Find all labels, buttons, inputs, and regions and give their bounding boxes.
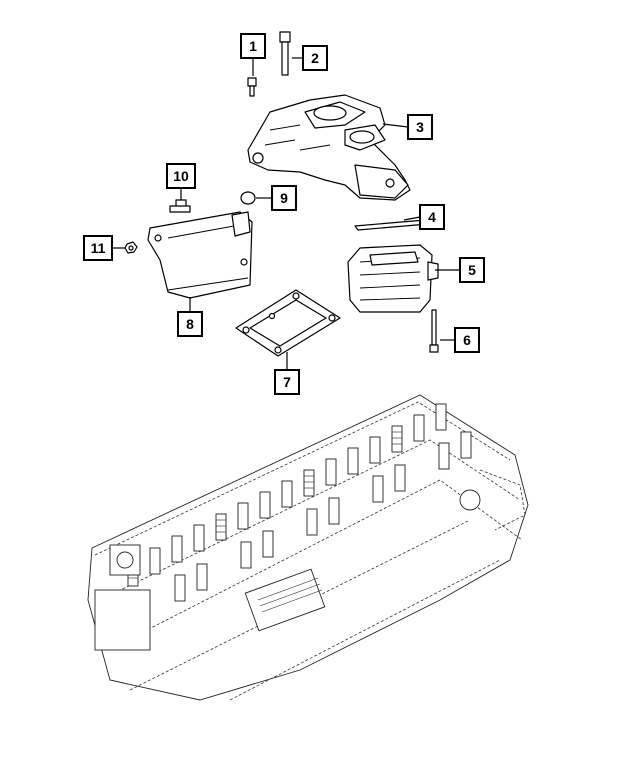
part-10-stud: [169, 199, 191, 213]
callout-9: 9: [271, 185, 297, 211]
callout-4-label: 4: [428, 209, 436, 225]
callout-7-label: 7: [283, 374, 291, 390]
leader-lines: [112, 57, 460, 370]
callout-11: 11: [83, 235, 113, 261]
callout-5: 5: [459, 257, 485, 283]
part-3-intake-manifold: [247, 94, 411, 201]
callout-7: 7: [274, 369, 300, 395]
callout-6: 6: [454, 327, 480, 353]
callout-8: 8: [177, 311, 203, 337]
part-4-gasket: [354, 219, 429, 231]
part-6-bolt: [429, 309, 439, 353]
callout-4: 4: [419, 204, 445, 230]
part-7-gasket: [235, 289, 341, 357]
cylinder-head-illustration: [87, 394, 529, 701]
callout-5-label: 5: [468, 262, 476, 278]
callout-2: 2: [302, 45, 328, 71]
part-8-heat-shield: [147, 211, 253, 299]
callout-6-label: 6: [463, 332, 471, 348]
part-1-bolt: [247, 77, 257, 97]
callout-10: 10: [166, 163, 196, 189]
callout-3-label: 3: [416, 119, 424, 135]
part-5-intake-heater: [347, 244, 439, 313]
callout-11-label: 11: [91, 240, 106, 256]
callout-1: 1: [240, 33, 266, 59]
callout-8-label: 8: [186, 316, 194, 332]
part-11-nut: [124, 241, 138, 254]
part-2-long-bolt: [279, 31, 291, 76]
callout-10-label: 10: [173, 168, 189, 184]
part-9-plug: [240, 191, 256, 205]
callout-9-label: 9: [280, 190, 288, 206]
callout-3: 3: [407, 114, 433, 140]
callout-2-label: 2: [311, 50, 319, 66]
callout-1-label: 1: [249, 38, 257, 54]
